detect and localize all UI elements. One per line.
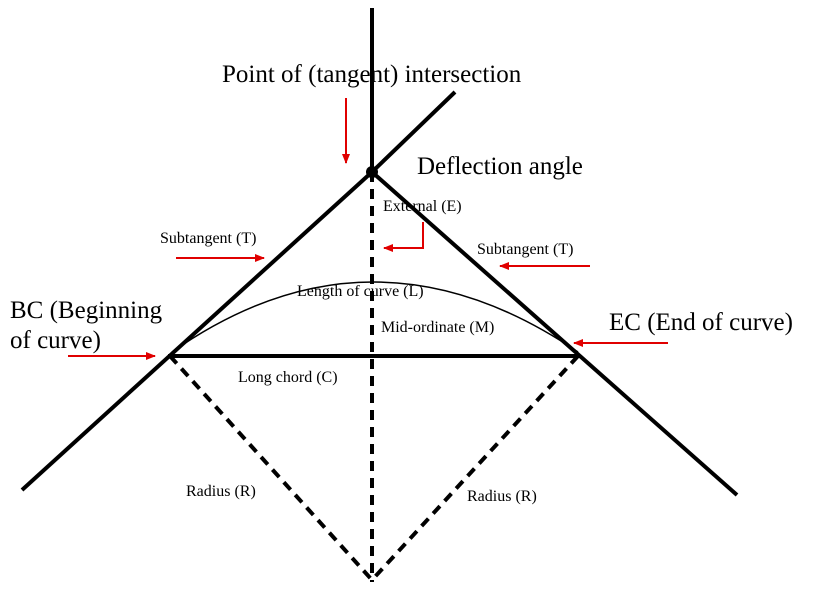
tangent-extension-right [370,90,457,174]
external-arrow [383,222,424,252]
radius-line-right [370,354,580,582]
mid-ordinate-label: Mid-ordinate (M) [381,319,494,336]
subtangent-left-label: Subtangent (T) [160,230,256,247]
length-of-curve-label: Length of curve (L) [297,283,424,300]
deflection-angle-label: Deflection angle [417,153,583,180]
radius-right-label: Radius (R) [467,488,537,505]
tangent-line-left [20,170,374,492]
circular-curve [171,281,579,353]
external-label: External (E) [383,198,462,215]
ec-label: EC (End of curve) [609,309,793,336]
tangent-line-right [370,170,739,497]
bc-label-line2: of curve) [10,327,101,354]
long-chord-label: Long chord (C) [238,369,338,386]
pi-point [366,166,378,178]
bc-label-line1: BC (Beginning [10,297,163,324]
pi-label: Point of (tangent) intersection [222,61,522,88]
radius-left-label: Radius (R) [186,483,256,500]
radius-line-left [168,354,374,582]
subtangent-right-label: Subtangent (T) [477,241,573,258]
